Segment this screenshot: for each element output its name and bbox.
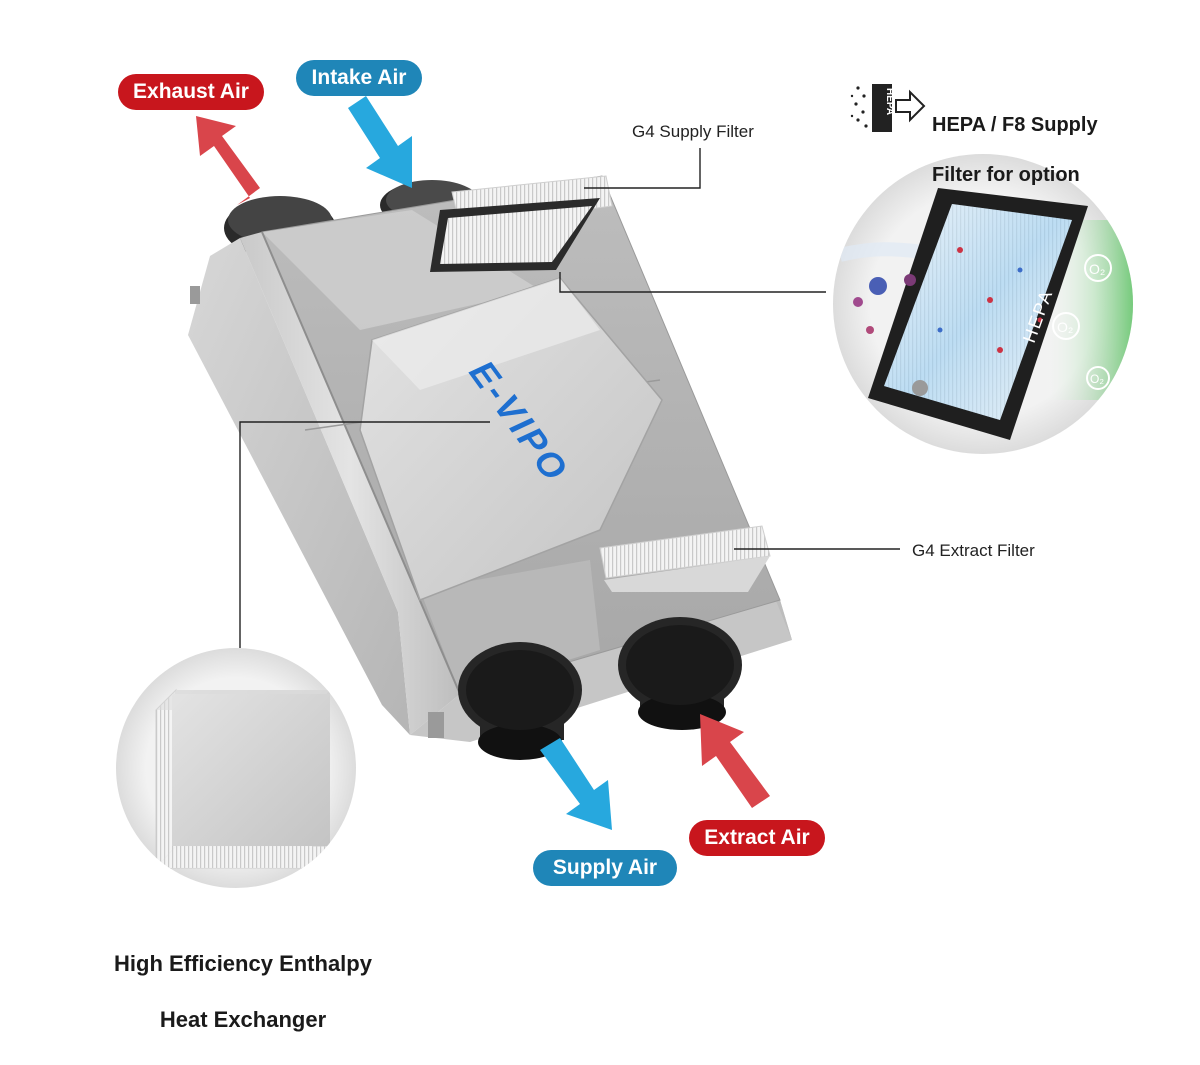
- hepa-icon-text: HEPA: [884, 88, 895, 115]
- heat-exchanger-line2: Heat Exchanger: [159, 1007, 327, 1032]
- extract-air-label: Extract Air: [689, 820, 825, 856]
- exchanger-leader: [239, 421, 490, 648]
- hepa-option-line2: Filter for option: [932, 164, 1080, 186]
- intake-air-arrow-icon: [345, 96, 412, 188]
- intake-air-label: Intake Air: [296, 60, 422, 96]
- o2-label: O₂: [1089, 261, 1105, 277]
- g4-extract-filter-cartridge: [599, 525, 771, 592]
- heat-exchanger-line1: High Efficiency Enthalpy: [114, 951, 372, 976]
- heat-exchanger-detail-circle: [116, 648, 356, 888]
- supply-air-duct: [458, 642, 582, 760]
- g4-supply-filter-label: G4 Supply Filter: [632, 122, 754, 141]
- leader-lines: [239, 148, 900, 648]
- exhaust-air-label: Exhaust Air: [118, 74, 264, 110]
- casing-front-panel: [240, 232, 460, 735]
- extract-air-arrow-icon: [700, 714, 770, 808]
- erv-unit: E-VIPO: [188, 175, 792, 760]
- hepa-option-title: HEPA / F8 Supply Filter for option: [932, 88, 1098, 213]
- supply-air-label: Supply Air: [533, 850, 677, 886]
- hepa-detail-circle: O₂ O₂ O₂ HEPA: [833, 154, 1133, 454]
- supply-air-arrow-icon: [540, 738, 612, 830]
- hepa-option-line1: HEPA / F8 Supply: [932, 114, 1098, 136]
- heat-exchanger-title: High Efficiency Enthalpy Heat Exchanger: [70, 922, 416, 1062]
- hepa-option-icon: HEPA: [850, 84, 926, 132]
- exhaust-air-arrow-icon: [196, 116, 260, 205]
- g4-extract-filter-label: G4 Extract Filter: [912, 541, 1035, 560]
- g4-supply-leader: [584, 148, 701, 189]
- extract-air-duct: [618, 617, 742, 730]
- g4-supply-filter-cartridge: [430, 175, 613, 272]
- o2-label: O₂: [1057, 319, 1073, 335]
- o2-label: O₂: [1090, 372, 1104, 386]
- hepa-leader: [559, 272, 826, 293]
- casing-side-panel: [188, 238, 410, 735]
